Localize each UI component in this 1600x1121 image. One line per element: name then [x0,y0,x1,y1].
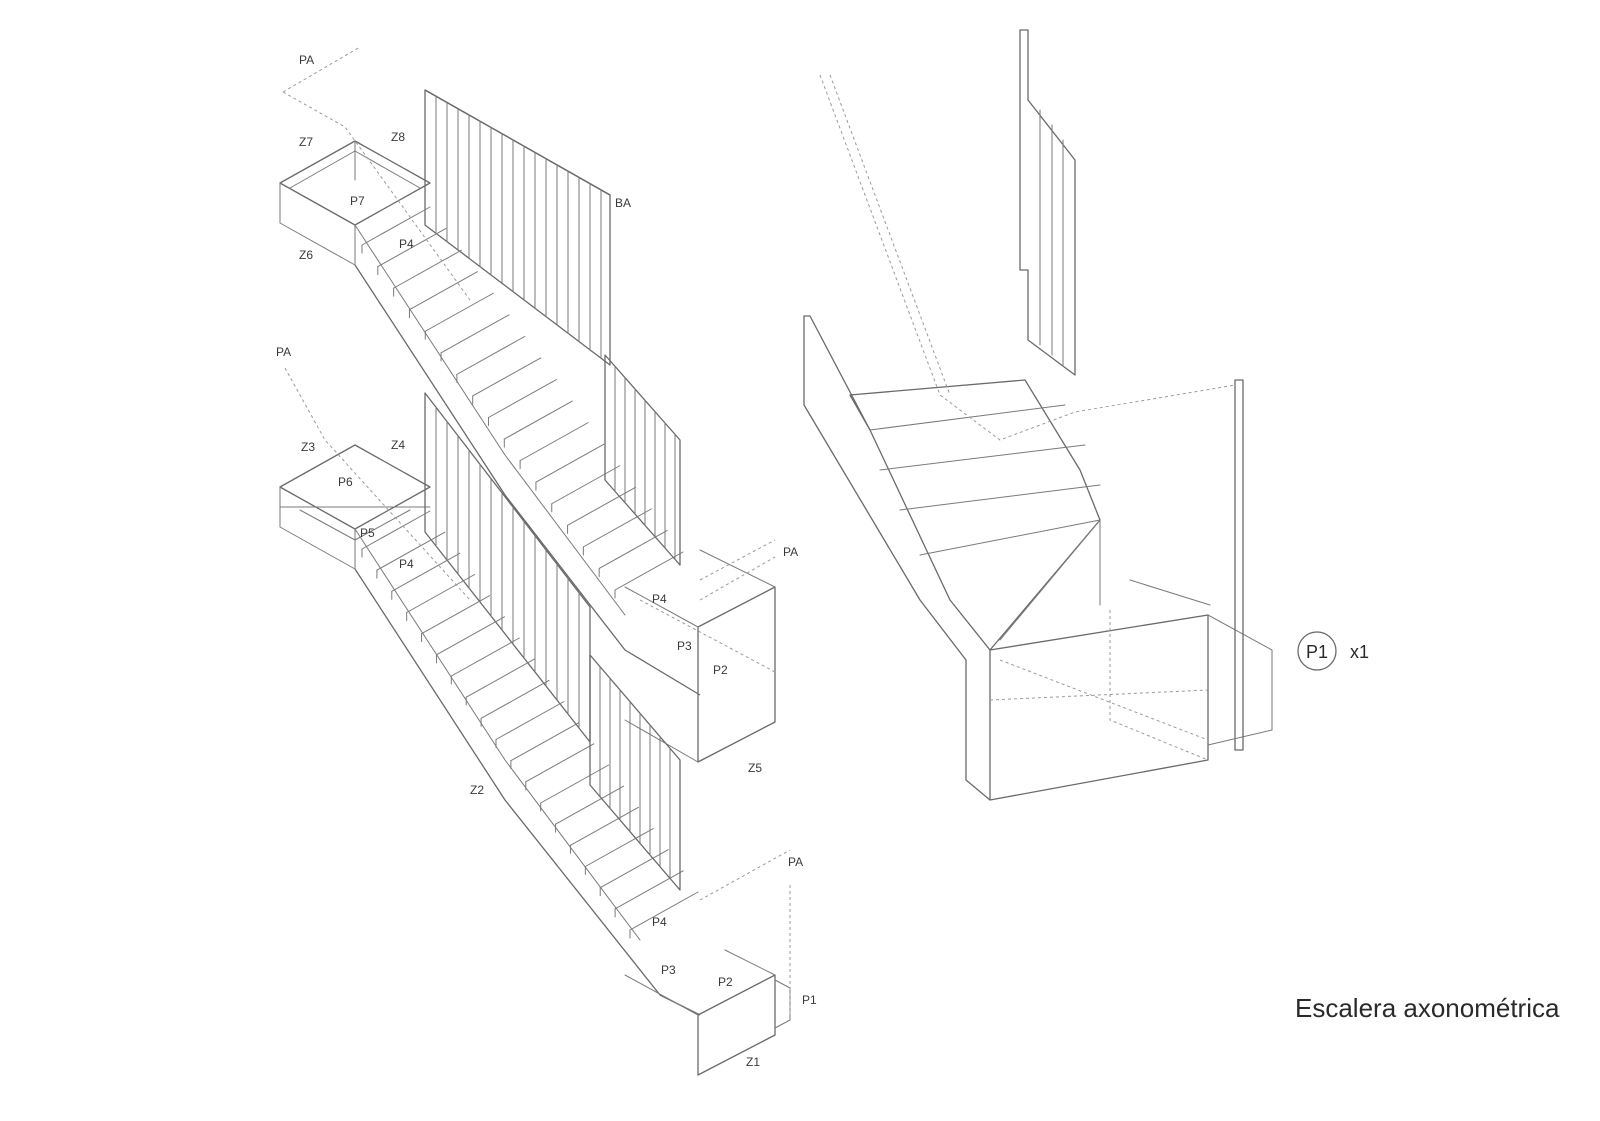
label-p7: P7 [350,194,365,208]
lower-landing-low [624,849,791,1076]
tread [525,743,595,783]
tread [376,531,446,571]
label-z7: Z7 [299,135,313,149]
label-pa: PA [299,53,314,67]
label-pa: PA [783,545,798,559]
tread [472,357,542,397]
tread [584,828,654,867]
lower-flight [279,367,791,1076]
tread [614,551,684,591]
label-z3: Z3 [301,440,315,454]
upper-balustrade-ba [424,89,611,366]
upper-landing [279,140,431,266]
tread [599,849,669,889]
tread [361,206,431,246]
label-p4: P4 [652,915,667,929]
tread [555,785,625,825]
label-p3: P3 [677,639,692,653]
lower-balustrade [424,392,591,743]
piece-legend: P1 x1 [1297,631,1369,671]
tread [450,637,520,677]
tread [393,249,463,289]
upper-landing-low [624,539,776,763]
tread [488,379,557,418]
tread [582,508,652,548]
tread [435,616,505,656]
legend-piece: P1 [1306,642,1328,662]
upper-flight-labels: PA Z7 Z8 P7 BA Z6 P4 PA P4 P3 P2 Z5 [299,53,798,775]
legend-quantity: x1 [1350,642,1369,662]
tread [510,722,580,762]
tread [406,574,476,613]
label-p4: P4 [399,237,414,251]
tread [629,891,699,931]
lower-landing [279,444,431,570]
label-z2: Z2 [470,783,484,797]
tread [424,292,494,332]
label-p3: P3 [661,963,676,977]
tread [598,529,668,569]
upper-stringer [354,224,701,696]
tread [519,422,589,462]
lower-flight-labels: PA Z3 Z4 P6 P5 P4 Z2 PA P4 P3 P2 P1 Z1 [276,345,817,1069]
lower-stringer [354,528,701,1016]
tread [535,443,605,483]
tread [495,701,565,740]
tread [614,870,684,910]
tread [456,335,526,375]
tread [408,271,478,311]
upper-flight [279,46,776,763]
tread [377,228,447,268]
tread [465,658,535,698]
tread [540,764,610,804]
legend-circle [1297,631,1337,671]
tread [361,510,431,550]
tread [569,806,639,846]
upper-second-balustrade [604,354,681,566]
label-z5: Z5 [748,761,762,775]
label-p4: P4 [399,557,414,571]
tread [551,465,621,505]
single-stair-view [803,29,1273,801]
lower-second-balustrade [589,654,681,891]
label-z6: Z6 [299,248,313,262]
tread [440,314,510,354]
tread [503,400,573,440]
label-p5: P5 [360,526,375,540]
label-p6: P6 [338,475,353,489]
label-pa: PA [276,345,291,359]
tread [480,679,550,719]
label-pa: PA [788,855,803,869]
label-z4: Z4 [391,438,405,452]
label-p4: P4 [652,592,667,606]
upper-treads [361,206,684,599]
label-p2: P2 [718,975,733,989]
tread [567,486,637,526]
label-z8: Z8 [391,130,405,144]
drawing-title: Escalera axonométrica [1295,993,1560,1023]
label-p1: P1 [802,993,817,1007]
label-ba: BA [615,196,631,210]
label-p2: P2 [713,663,728,677]
lower-treads [361,510,699,939]
tread [421,595,491,635]
label-z1: Z1 [746,1055,760,1069]
tread [391,552,461,592]
